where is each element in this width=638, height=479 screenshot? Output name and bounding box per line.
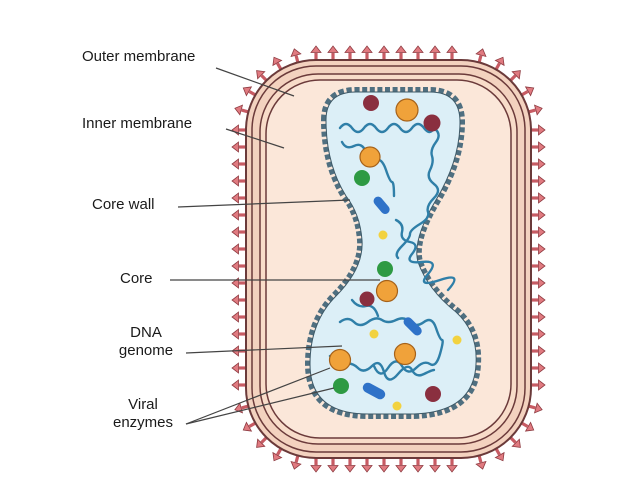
leader-outer-membrane [215, 67, 295, 97]
core-particles [328, 95, 462, 411]
label-dna-line2: genome [118, 342, 174, 359]
spike [361, 457, 373, 473]
enzyme-maroon [425, 386, 441, 402]
leader-dna-genome [185, 345, 343, 354]
dna-strand-lower [338, 317, 444, 375]
label-viral-enzymes: Viral enzymes [100, 396, 186, 432]
spike [231, 243, 247, 255]
enzyme-orange [328, 348, 352, 372]
spike [395, 45, 407, 61]
label-core-wall: Core wall [92, 196, 155, 213]
spike [530, 124, 546, 136]
spike [429, 45, 441, 61]
leader-enzymes-a [185, 367, 331, 425]
spike [327, 457, 339, 473]
spike [446, 457, 458, 473]
enzyme-blue-rod [403, 317, 422, 336]
enzyme-orange [359, 146, 381, 168]
spike [530, 192, 546, 204]
core [309, 91, 477, 415]
spike [231, 141, 247, 153]
enzyme-blue-rod [362, 382, 386, 400]
enzyme-maroon [363, 95, 379, 111]
leader-inner-membrane [225, 128, 285, 149]
spike [530, 294, 546, 306]
dna-strand-middle [394, 218, 456, 292]
spike [361, 45, 373, 61]
spike [231, 328, 247, 340]
spike [530, 260, 546, 272]
label-dna-genome: DNA genome [106, 324, 186, 360]
spike [395, 457, 407, 473]
spike [344, 45, 356, 61]
enzyme-orange [393, 342, 417, 366]
dna-genome [328, 122, 456, 381]
enzyme-yellow [392, 401, 402, 411]
enzyme-orange [375, 279, 399, 303]
enzyme-green [333, 378, 349, 394]
spike [310, 457, 322, 473]
spike [231, 209, 247, 221]
enzyme-yellow [452, 335, 462, 345]
spike [378, 45, 390, 61]
label-inner-membrane: Inner membrane [82, 115, 193, 132]
enzyme-maroon [423, 114, 441, 132]
spike [429, 457, 441, 473]
spike [231, 226, 247, 238]
spike [530, 209, 546, 221]
spike [530, 379, 546, 391]
spike [530, 243, 546, 255]
spike [412, 45, 424, 61]
spike [446, 45, 458, 61]
spike [231, 294, 247, 306]
leader-enzymes-b [185, 387, 335, 425]
label-core: Core [120, 270, 153, 287]
enzyme-blue-rod [373, 196, 390, 215]
spike [530, 311, 546, 323]
spike [530, 175, 546, 187]
enzyme-green [377, 261, 393, 277]
label-enzymes-line1: Viral [128, 396, 158, 413]
spike [231, 158, 247, 170]
spike [310, 45, 322, 61]
spike [530, 345, 546, 357]
leader-lines [170, 67, 380, 425]
enzyme-maroon [359, 291, 375, 307]
enzyme-yellow [378, 230, 388, 240]
spike [231, 362, 247, 374]
spike [530, 141, 546, 153]
leader-core-wall [177, 199, 351, 208]
spike [231, 311, 247, 323]
dna-strand-upper [338, 122, 440, 260]
spike [412, 457, 424, 473]
spike [231, 260, 247, 272]
spike [231, 175, 247, 187]
spike [530, 158, 546, 170]
spike [231, 379, 247, 391]
spike [530, 277, 546, 289]
label-outer-membrane: Outer membrane [82, 48, 196, 65]
enzyme-yellow [369, 329, 379, 339]
spike [378, 457, 390, 473]
spike [327, 45, 339, 61]
spike [530, 328, 546, 340]
spike [344, 457, 356, 473]
enzyme-green [354, 170, 370, 186]
enzyme-orange [395, 98, 419, 122]
label-enzymes-line2: enzymes [112, 414, 174, 431]
spike [530, 362, 546, 374]
spike [231, 192, 247, 204]
label-dna-line1: DNA [130, 324, 162, 341]
spike [530, 226, 546, 238]
